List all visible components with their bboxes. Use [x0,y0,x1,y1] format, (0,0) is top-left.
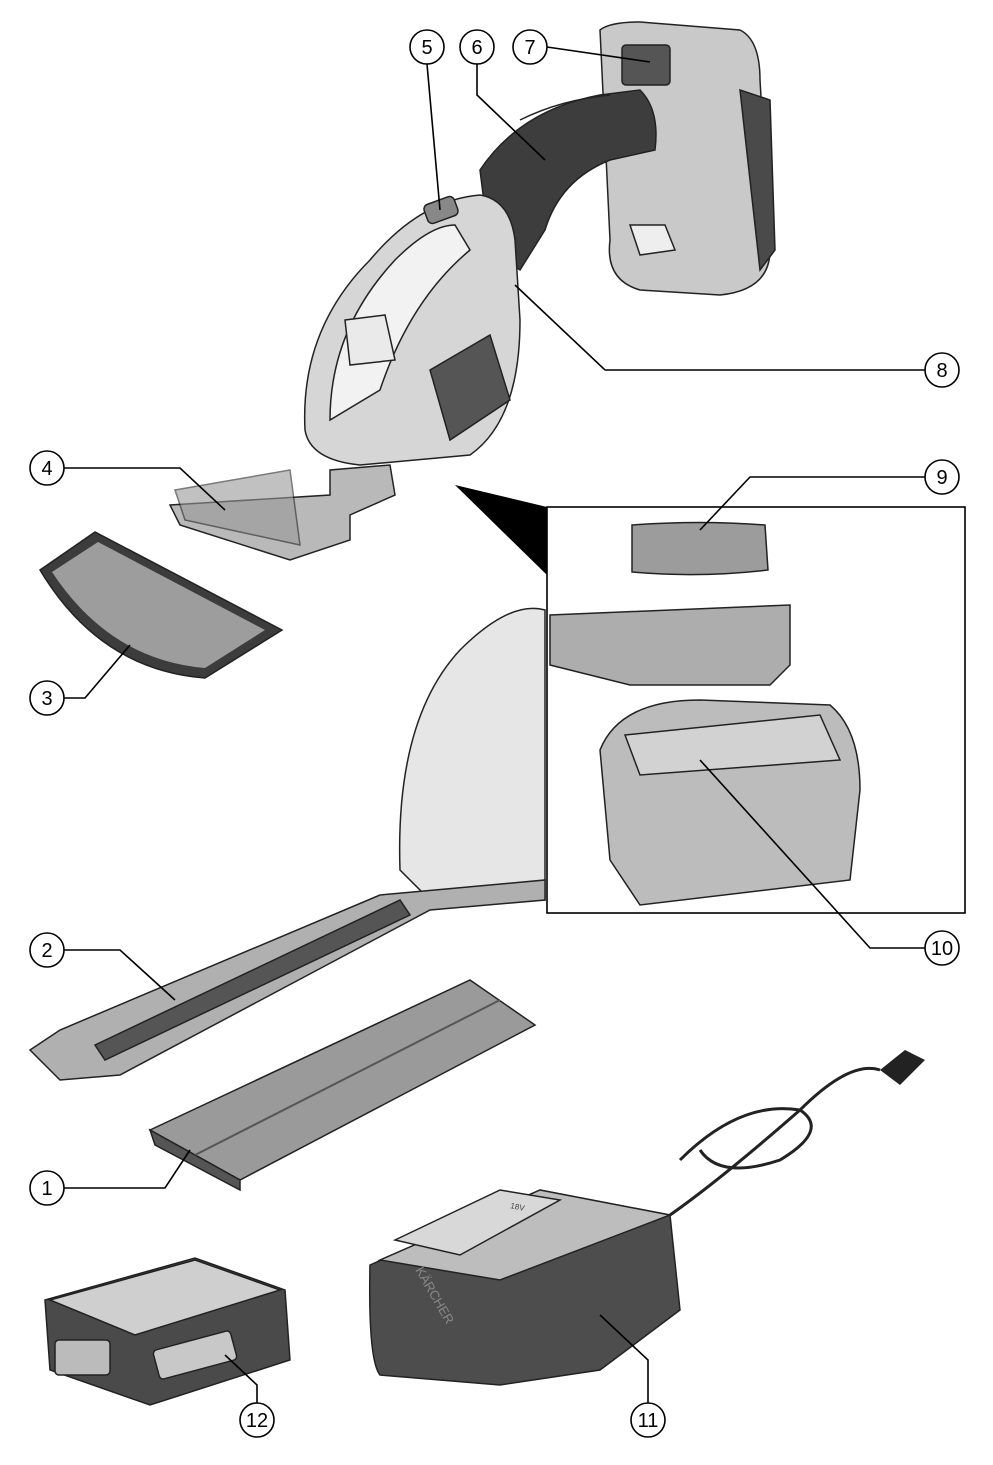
callout-11: 11 [630,1402,666,1438]
svg-text:9: 9 [936,467,947,489]
leader-line-6 [476,64,546,161]
hedge-blade-guard [148,979,537,1192]
leader-line-3 [64,644,131,699]
callout-4: 4 [29,450,65,486]
callout-6: 6 [459,29,495,65]
leader-line-12 [224,1354,258,1403]
svg-text:10: 10 [931,938,953,960]
battery-pack [44,1257,291,1406]
leader-line-7 [546,46,651,63]
hedge-blade [28,879,546,1081]
callout-1: 1 [29,1170,65,1206]
svg-text:7: 7 [524,37,535,59]
callout-9: 9 [924,459,960,495]
tool-battery [599,21,776,296]
svg-text:11: 11 [638,1410,659,1432]
svg-text:6: 6 [471,37,482,59]
leader-line-8 [514,284,925,371]
svg-text:5: 5 [421,37,432,59]
leader-line-10 [699,759,925,949]
charger-voltage-mark: 18V [510,1201,526,1213]
svg-text:1: 1 [41,1178,52,1200]
callout-10: 10 [924,930,960,966]
callout-8: 8 [924,352,960,388]
svg-text:8: 8 [936,360,947,382]
svg-text:12: 12 [246,1410,268,1432]
leader-line-9 [699,476,925,531]
tool-body-rear [398,607,546,901]
handle-grip [479,89,657,272]
leader-line-4 [64,467,226,511]
callout-5: 5 [409,29,445,65]
svg-text:4: 4 [41,458,52,480]
leader-line-1 [64,1149,191,1189]
svg-text:3: 3 [41,688,52,710]
detail-inset [455,485,966,914]
charger: 18V KÄRCHER [368,1050,925,1386]
callout-12: 12 [239,1402,275,1438]
svg-text:2: 2 [41,940,52,962]
callout-3: 3 [29,680,65,716]
callout-2: 2 [29,932,65,968]
leader-line-11 [599,1314,649,1403]
tool-body [303,194,521,466]
leader-line-5 [426,63,441,211]
shrub-blade [168,464,396,561]
leader-line-2 [64,949,176,1001]
callout-7: 7 [512,29,548,65]
blade-guard [38,531,284,679]
